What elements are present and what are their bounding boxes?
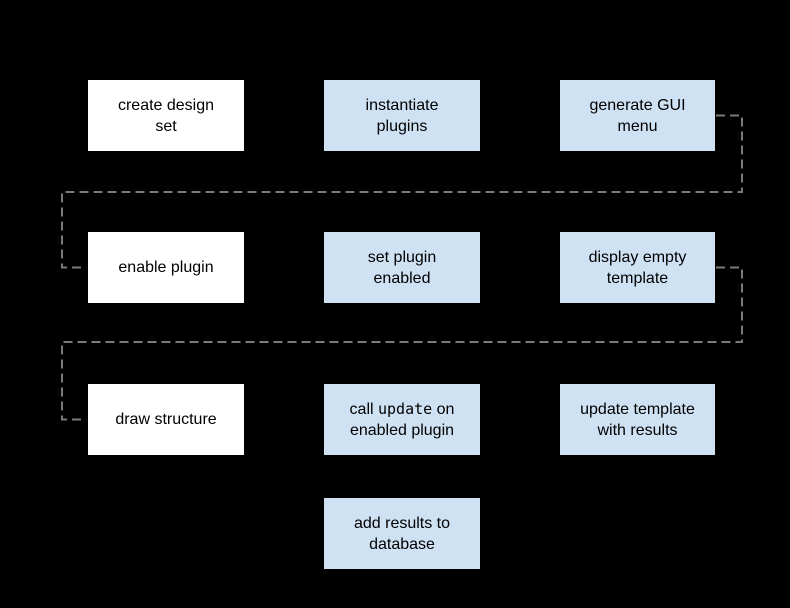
flow-box-add-results-to-database: add results to database (323, 497, 481, 570)
box-label: set plugin enabled (367, 248, 437, 287)
box-label: update template with results (580, 400, 695, 439)
flow-box-display-empty-template: display empty template (559, 231, 716, 304)
feedback-connector-empty-template-to-draw-structure (61, 266, 743, 421)
box-label: draw structure (115, 411, 217, 428)
flow-box-update-template-with-results: update template with results (559, 383, 716, 456)
label-text-pre: call (349, 400, 378, 418)
box-label: enable plugin (118, 259, 214, 276)
flow-box-enable-plugin: enable plugin (87, 231, 245, 304)
flow-box-generate-gui-menu: generate GUI menu (559, 79, 716, 152)
box-label: create design set (117, 96, 215, 135)
label-code-update: update (378, 399, 433, 418)
label-text-post: on enabled plugin (349, 400, 455, 439)
flow-box-instantiate-plugins: instantiate plugins (323, 79, 481, 152)
flow-box-draw-structure: draw structure (87, 383, 245, 456)
flow-box-call-update-on-enabled-plugin: call update on enabled plugin (323, 383, 481, 456)
flow-box-create-design-set: create design set (87, 79, 245, 152)
feedback-connector-gui-menu-to-enable-plugin (61, 114, 743, 269)
box-label: add results to database (353, 514, 451, 553)
box-label: generate GUI menu (589, 96, 686, 135)
box-label: display empty template (588, 248, 687, 287)
box-label: call update on enabled plugin (350, 399, 455, 441)
box-label: instantiate plugins (365, 96, 439, 135)
flow-box-set-plugin-enabled: set plugin enabled (323, 231, 481, 304)
